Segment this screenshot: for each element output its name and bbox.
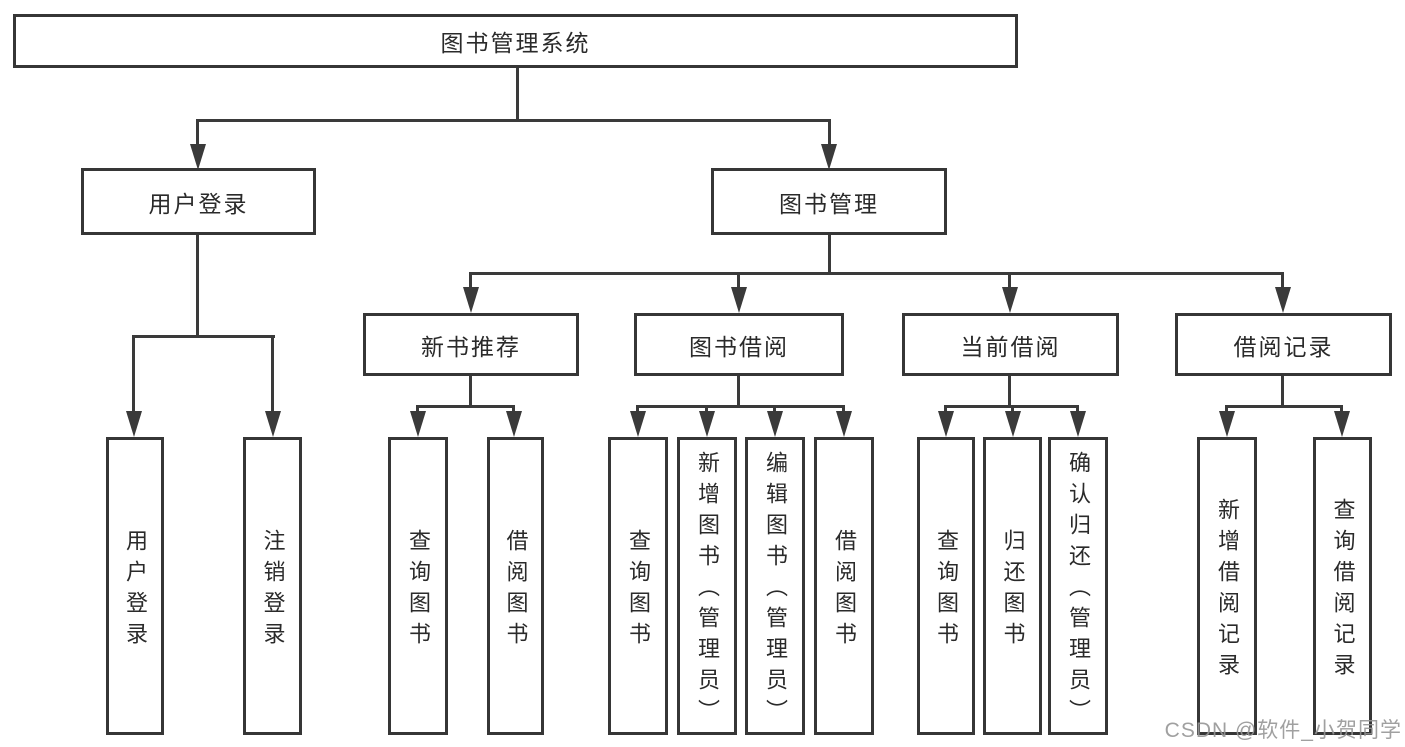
- arrowhead: [1219, 411, 1235, 437]
- node-borrow-books-2: 借阅图书: [814, 437, 874, 735]
- connector-line: [512, 405, 515, 415]
- connector-line: [944, 405, 947, 415]
- node-label: 用户登录: [123, 528, 148, 653]
- node-label: 编辑图书（管理员）: [763, 451, 788, 730]
- connector-line: [470, 272, 1284, 275]
- node-query-books-2: 查询图书: [608, 437, 668, 735]
- node-borrow-books-1: 借阅图书: [487, 437, 544, 735]
- arrowhead: [699, 411, 715, 437]
- node-label: 图书借阅: [689, 333, 789, 360]
- arrowhead: [630, 411, 646, 437]
- connector-line: [737, 272, 740, 289]
- node-borrowing-records: 借阅记录: [1175, 313, 1392, 376]
- connector-line: [1281, 272, 1284, 289]
- arrowhead: [1002, 287, 1018, 313]
- arrowhead: [1070, 411, 1086, 437]
- connector-line: [1226, 405, 1343, 408]
- connector-line: [1011, 405, 1014, 415]
- node-query-books-3: 查询图书: [917, 437, 975, 735]
- connector-line: [1340, 405, 1343, 415]
- csdn-watermark: CSDN @软件_小贺同学: [1164, 719, 1402, 742]
- node-confirm-return-admin: 确认归还（管理员）: [1048, 437, 1108, 735]
- node-label: 借阅图书: [503, 528, 529, 653]
- connector-line: [416, 405, 419, 415]
- node-label: 用户登录: [148, 190, 249, 217]
- connector-line: [197, 119, 831, 122]
- node-edit-book-admin: 编辑图书（管理员）: [745, 437, 805, 735]
- connector-line: [828, 119, 831, 146]
- node-current-borrowing: 当前借阅: [902, 313, 1119, 376]
- arrowhead: [836, 411, 852, 437]
- connector-line: [133, 335, 275, 338]
- connector-line: [271, 335, 274, 413]
- connector-line: [842, 405, 845, 415]
- arrowhead: [1275, 287, 1291, 313]
- arrowhead: [506, 411, 522, 437]
- node-new-book-recommend: 新书推荐: [363, 313, 579, 376]
- node-label: 查询图书: [934, 528, 959, 653]
- connector-line: [196, 119, 199, 146]
- arrowhead: [463, 287, 479, 313]
- connector-line: [132, 335, 135, 413]
- node-label: 当前借阅: [960, 333, 1061, 360]
- connector-line: [1076, 405, 1079, 415]
- arrowhead: [821, 144, 837, 170]
- node-library-system: 图书管理系统: [13, 14, 1018, 68]
- arrowhead: [1334, 411, 1350, 437]
- connector-line: [516, 68, 519, 119]
- connector-line: [1225, 405, 1228, 415]
- connector-line: [469, 272, 472, 289]
- node-label: 确认归还（管理员）: [1066, 451, 1091, 730]
- arrowhead: [767, 411, 783, 437]
- node-label: 借阅记录: [1233, 333, 1334, 360]
- connector-line: [469, 376, 472, 407]
- arrowhead: [190, 144, 206, 170]
- arrowhead: [1005, 411, 1021, 437]
- node-label: 图书管理: [779, 190, 879, 217]
- node-label: 新增借阅记录: [1215, 497, 1240, 684]
- arrowhead: [731, 287, 747, 313]
- node-label: 查询图书: [406, 528, 431, 653]
- node-label: 注销登录: [260, 528, 286, 653]
- connector-line: [773, 405, 776, 415]
- connector-line: [737, 376, 740, 407]
- node-book-borrowing: 图书借阅: [634, 313, 844, 376]
- connector-line: [1281, 376, 1284, 407]
- connector-line: [636, 405, 639, 415]
- arrowhead: [410, 411, 426, 437]
- connector-line: [1008, 272, 1011, 289]
- node-logout: 注销登录: [243, 437, 302, 735]
- connector-line: [705, 405, 708, 415]
- node-user-login: 用户登录: [106, 437, 164, 735]
- node-user-login-group: 用户登录: [81, 168, 316, 235]
- node-label: 归还图书: [1000, 528, 1026, 653]
- arrowhead: [126, 411, 142, 437]
- node-query-borrow-record: 查询借阅记录: [1313, 437, 1372, 735]
- node-label: 图书管理系统: [440, 30, 591, 56]
- node-add-book-admin: 新增图书（管理员）: [677, 437, 737, 735]
- connector-line: [1008, 376, 1011, 407]
- node-return-books: 归还图书: [983, 437, 1042, 735]
- arrowhead: [265, 411, 281, 437]
- arrowhead: [938, 411, 954, 437]
- connector-line: [828, 235, 831, 272]
- connector-line: [637, 405, 845, 408]
- node-add-borrow-record: 新增借阅记录: [1197, 437, 1257, 735]
- node-label: 新书推荐: [421, 333, 521, 360]
- node-label: 查询借阅记录: [1330, 497, 1356, 684]
- node-query-books-1: 查询图书: [388, 437, 448, 735]
- node-label: 借阅图书: [832, 528, 857, 653]
- node-book-management: 图书管理: [711, 168, 947, 235]
- node-label: 新增图书（管理员）: [695, 451, 720, 730]
- connector-line: [196, 235, 199, 335]
- connector-line: [417, 405, 515, 408]
- node-label: 查询图书: [626, 528, 651, 653]
